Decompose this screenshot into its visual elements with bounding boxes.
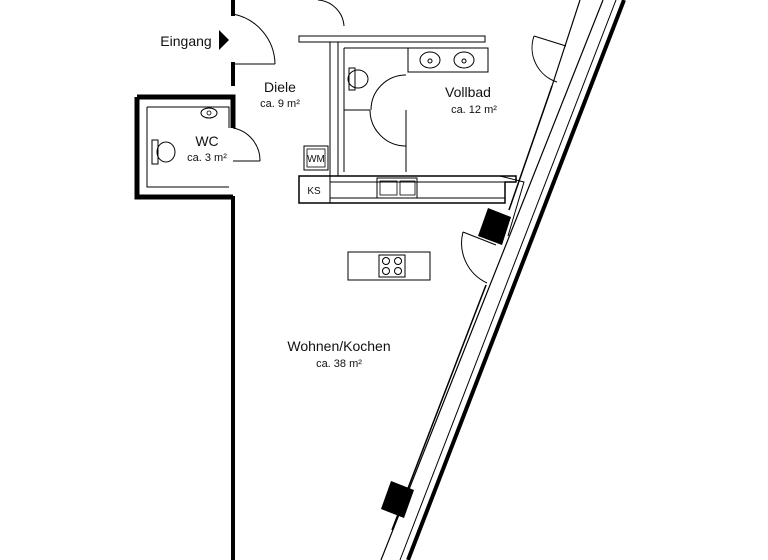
washing-machine-label: WM <box>307 154 325 165</box>
fridge-label: KS <box>307 186 321 197</box>
washing-machine: WM <box>303 145 329 171</box>
room-name-wc: WC <box>195 133 218 149</box>
kitchen-counter <box>298 175 525 237</box>
room-name-wohnen: Wohnen/Kochen <box>287 338 390 354</box>
balcony-doors <box>461 35 567 284</box>
entrance-label: Eingang <box>160 33 211 49</box>
room-area-wohnen: ca. 38 m² <box>316 358 362 370</box>
column-upper <box>478 208 511 245</box>
upper-door-swing <box>317 0 345 27</box>
room-area-vollbad: ca. 12 m² <box>451 104 497 116</box>
bathroom-fixtures <box>347 51 475 91</box>
room-area-diele: ca. 9 m² <box>260 98 300 110</box>
room-name-vollbad: Vollbad <box>445 84 491 100</box>
room-area-wc: ca. 3 m² <box>187 152 227 164</box>
wc-walls <box>134 94 261 200</box>
bathroom-walls <box>298 35 489 177</box>
entrance-door <box>219 13 276 65</box>
kitchen-island <box>347 251 431 281</box>
column-lower <box>381 481 414 518</box>
entrance-arrow-icon <box>219 30 229 50</box>
room-name-diele: Diele <box>264 79 296 95</box>
